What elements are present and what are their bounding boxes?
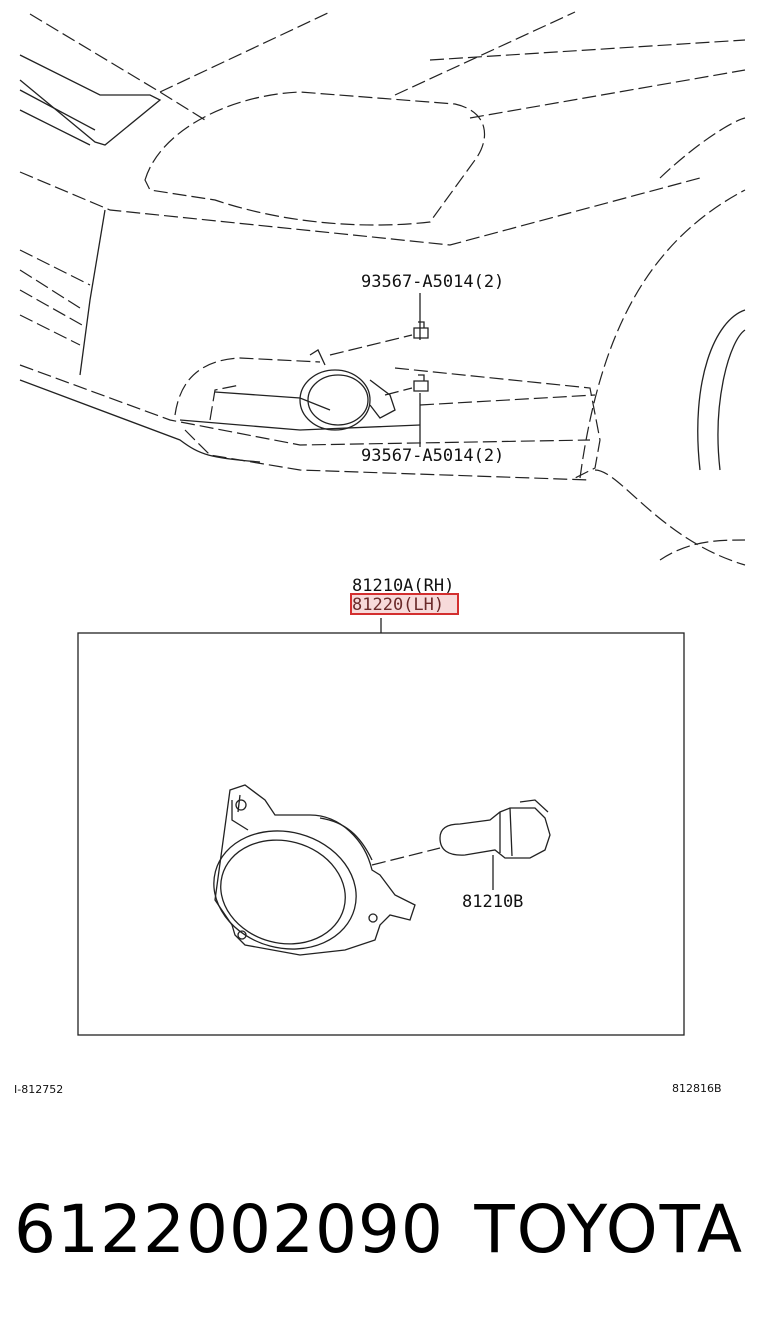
lamp-lh-highlight: [350, 593, 459, 615]
assembly-frame: [77, 632, 685, 1036]
bulb-callout: 81210B: [462, 892, 523, 912]
parts-diagram: 93567-A5014(2) 93567-A5014(2) 81210A(RH)…: [14, 11, 746, 1096]
part-number: 6122002090: [14, 1191, 444, 1268]
right-reference-code: 812816B: [672, 1082, 722, 1095]
brand-name: TOYOTA: [474, 1191, 744, 1268]
bolt-upper-callout: 93567-A5014(2): [361, 272, 504, 292]
part-footer: 6122002090 TOYOTA: [0, 1185, 760, 1295]
fog-lamp-illustration: [213, 784, 551, 956]
car-bumper-illustration: [19, 11, 746, 566]
left-reference-code: I-812752: [14, 1083, 63, 1096]
lamp-lh-callout[interactable]: 81220(LH): [352, 595, 444, 615]
bolt-lower-callout: 93567-A5014(2): [361, 446, 504, 466]
lamp-rh-callout: 81210A(RH): [352, 576, 454, 596]
